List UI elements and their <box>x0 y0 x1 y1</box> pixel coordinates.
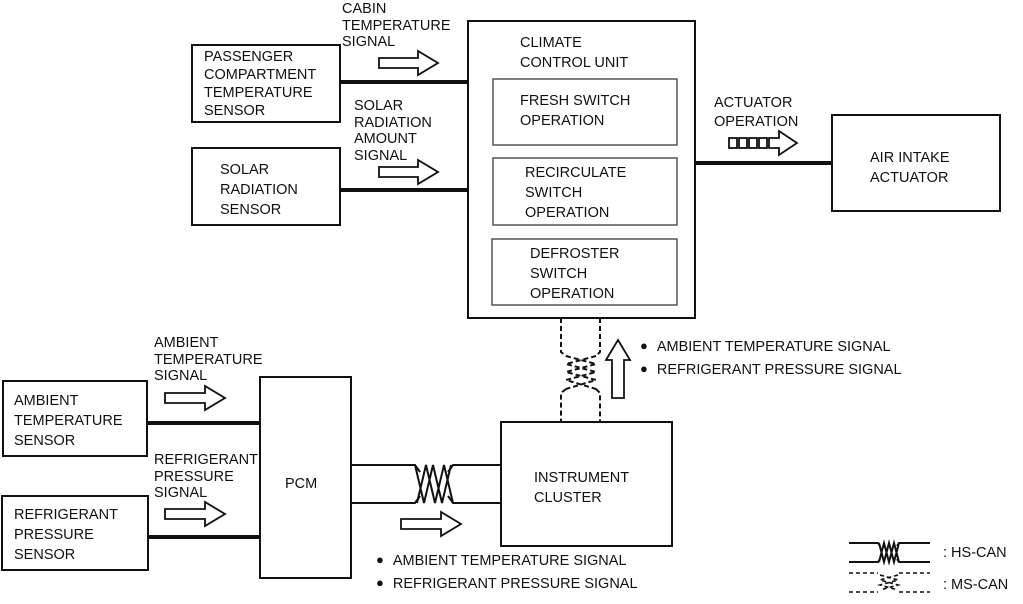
refrigerant-sensor-box <box>1 495 149 571</box>
ambient-sensor-label: AMBIENT TEMPERATURE SENSOR <box>14 393 123 449</box>
defroster-switch-box <box>491 238 678 306</box>
ambient-temperature-signal-label: AMBIENT TEMPERATURE SIGNAL <box>154 335 263 384</box>
pcm-to-cluster-arrow-icon <box>400 510 463 538</box>
ms-can-twisted-pair <box>560 318 601 422</box>
cluster-bullet-ambient: AMBIENT TEMPERATURE SIGNAL <box>640 338 891 356</box>
cluster-bullet-refrigerant: REFRIGERANT PRESSURE SIGNAL <box>640 361 902 379</box>
recirculate-switch-label: RECIRCULATE SWITCH OPERATION <box>525 165 627 221</box>
solar-sensor-label: SOLAR RADIATION SENSOR <box>220 162 298 218</box>
actuator-operation-label: ACTUATOR OPERATION <box>714 95 799 130</box>
cabin-signal-arrow-icon <box>378 49 440 77</box>
solar-radiation-signal-label: SOLAR RADIATION AMOUNT SIGNAL <box>354 98 432 164</box>
hs-can-twisted-pair <box>351 464 501 504</box>
fresh-switch-label: FRESH SWITCH OPERATION <box>520 93 631 129</box>
passenger-sensor-label: PASSENGER COMPARTMENT TEMPERATURE SENSOR <box>204 49 317 119</box>
solar-sensor-box <box>191 147 341 226</box>
air-intake-actuator-label: AIR INTAKE ACTUATOR <box>870 150 950 186</box>
ambient-sensor-box <box>2 380 148 457</box>
cluster-to-climate-arrow-icon <box>604 338 632 399</box>
legend-ms-can-symbol <box>849 572 930 593</box>
refrigerant-signal-arrow-icon <box>164 500 227 528</box>
climate-control-unit-box <box>467 20 696 319</box>
climate-unit-label: CLIMATE CONTROL UNIT <box>520 35 629 71</box>
recirculate-switch-box <box>492 157 678 226</box>
legend-hs-can-label: : HS-CAN <box>943 545 1007 561</box>
pcm-bullet-refrigerant: REFRIGERANT PRESSURE SIGNAL <box>376 575 638 593</box>
legend-hs-can-symbol <box>849 539 930 566</box>
actuator-operation-arrow-icon <box>728 129 799 157</box>
defroster-switch-label: DEFROSTER SWITCH OPERATION <box>530 246 620 302</box>
refrigerant-sensor-label: REFRIGERANT PRESSURE SENSOR <box>14 507 118 563</box>
pcm-bullet-ambient: AMBIENT TEMPERATURE SIGNAL <box>376 552 627 570</box>
solar-signal-arrow-icon <box>378 158 440 186</box>
instrument-cluster-label: INSTRUMENT CLUSTER <box>534 470 630 506</box>
pcm-label: PCM <box>285 476 318 492</box>
cabin-temperature-signal-label: CABIN TEMPERATURE SIGNAL <box>342 1 451 50</box>
fresh-switch-box <box>492 78 678 146</box>
pcm-box <box>259 376 352 579</box>
ambient-signal-arrow-icon <box>164 384 227 412</box>
refrigerant-pressure-signal-label: REFRIGERANT PRESSURE SIGNAL <box>154 452 258 501</box>
legend-ms-can-label: : MS-CAN <box>943 577 1009 593</box>
instrument-cluster-box <box>500 421 673 547</box>
